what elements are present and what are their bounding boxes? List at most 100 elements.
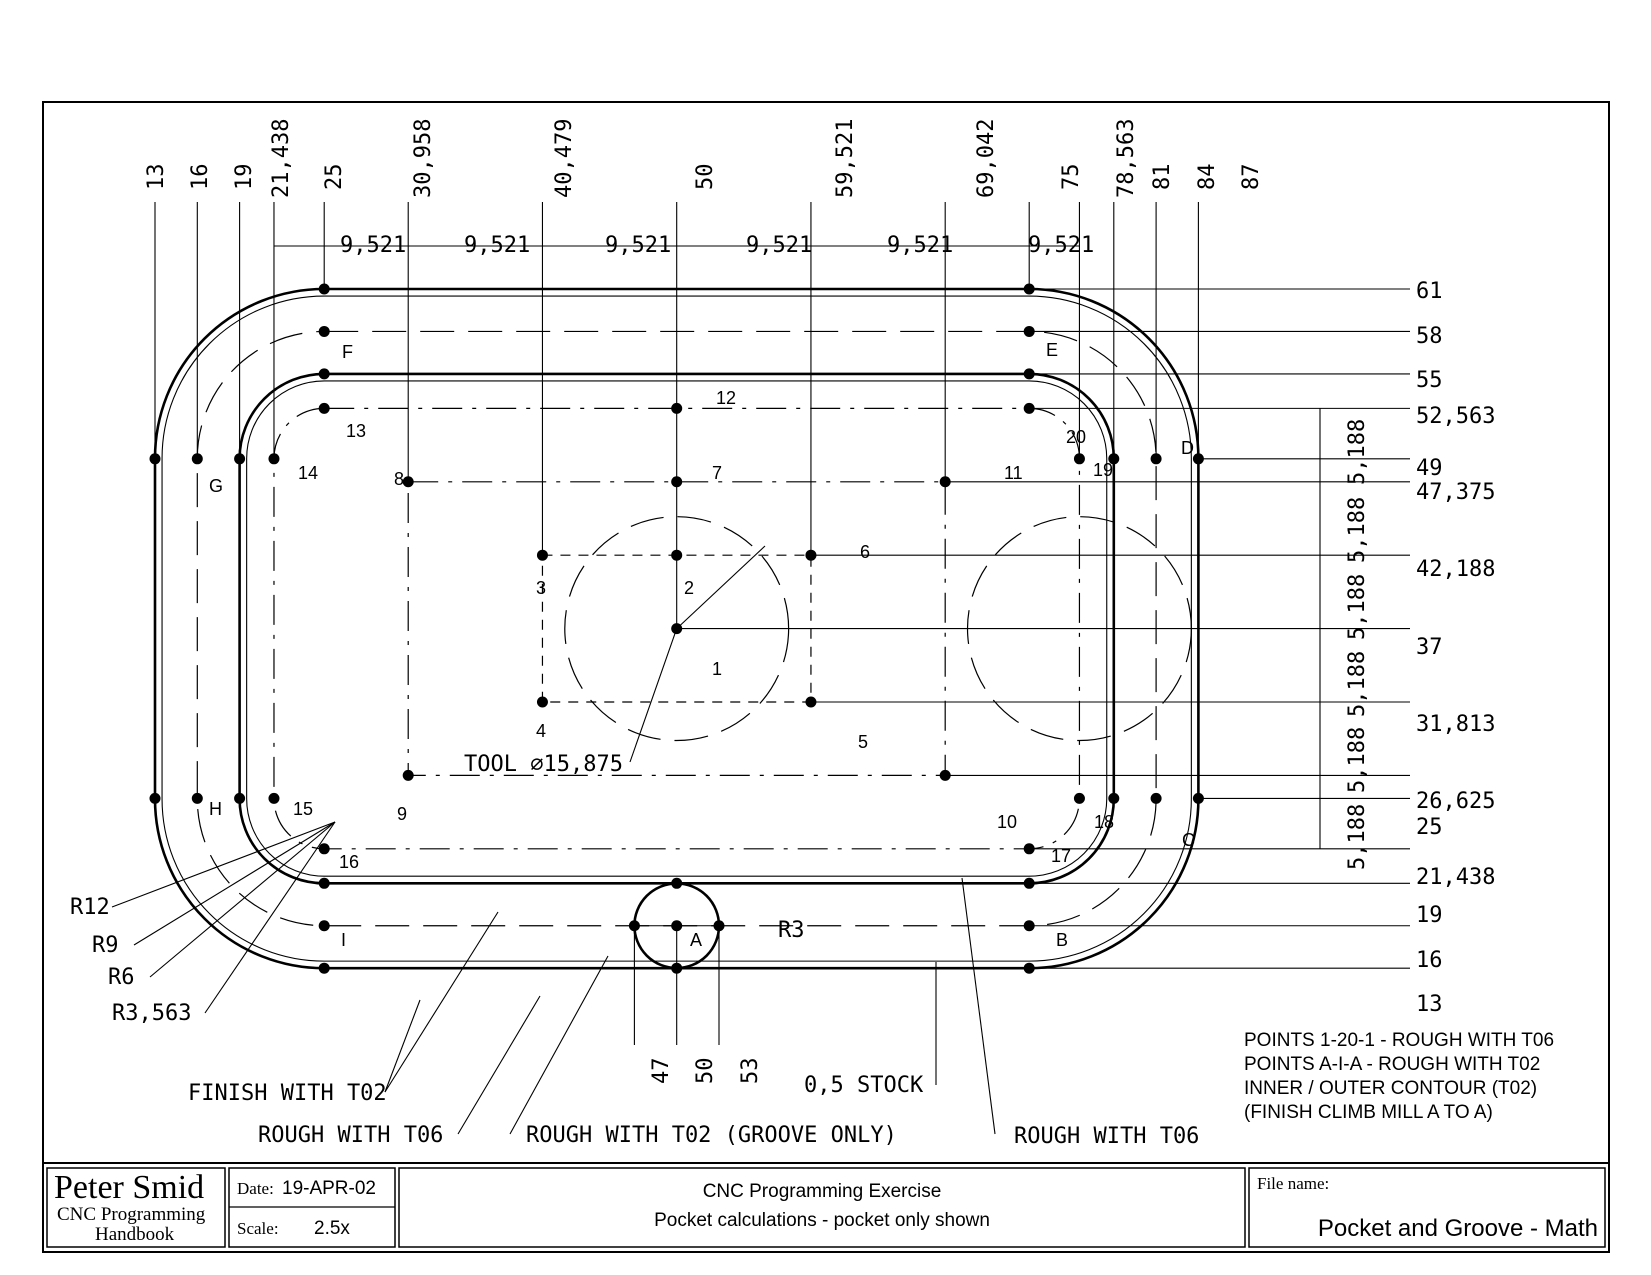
drawing-point — [671, 549, 683, 561]
drawing-point — [234, 792, 246, 804]
point-label-1: 1 — [712, 659, 722, 679]
point-label-c: C — [1182, 830, 1195, 850]
point-label-7: 7 — [712, 463, 722, 483]
spacing-label: 9,521 — [1028, 233, 1094, 258]
radius-label-r6: R6 — [108, 965, 135, 990]
point-label-14: 14 — [298, 463, 318, 483]
x-dim-label: 19 — [232, 164, 257, 191]
drawing-point — [1023, 920, 1035, 932]
drawing-title-line1: CNC Programming Exercise — [703, 1181, 942, 1202]
point-label-5: 5 — [858, 732, 868, 752]
radius-labels: R12 R9 R6 R3,563 R3 — [70, 895, 805, 1026]
spacing-label: 9,521 — [746, 233, 812, 258]
radius-label-r9: R9 — [92, 933, 119, 958]
point-label-17: 17 — [1051, 846, 1071, 866]
drawing-point — [1023, 843, 1035, 855]
x-dim-label: 78,563 — [1114, 119, 1139, 198]
scale-label: Scale: — [237, 1219, 279, 1238]
drawing-point — [1108, 792, 1120, 804]
drawing-point — [402, 476, 414, 488]
groove-x-label: 47 — [649, 1058, 674, 1085]
radius-leader — [149, 821, 336, 978]
radius-label-r3563: R3,563 — [112, 1001, 191, 1026]
point-label-11: 11 — [1004, 463, 1023, 483]
radius-label-r3: R3 — [778, 918, 805, 943]
x-dimension-labels: 13 16 19 21,438 25 30,958 40,479 50 59,5… — [144, 119, 1264, 198]
drawing-point — [671, 962, 683, 974]
book-title-line2: Handbook — [95, 1224, 175, 1245]
point-label-20: 20 — [1066, 427, 1086, 447]
point-label-9: 9 — [397, 804, 407, 824]
drawing-point — [318, 368, 330, 380]
stock-offset-outer — [161, 295, 1192, 962]
note-line: POINTS A-I-A - ROUGH WITH T02 — [1244, 1054, 1540, 1075]
note-line: INNER / OUTER CONTOUR (T02) — [1244, 1078, 1537, 1099]
point-label-16: 16 — [339, 852, 359, 872]
y-dim-label: 25 — [1416, 815, 1443, 840]
annotations: TOOL ⌀15,875 0,5 STOCK FINISH WITH T02 R… — [188, 752, 1199, 1149]
x-dim-label: 81 — [1150, 164, 1175, 191]
drawing-point — [318, 920, 330, 932]
drawing-point — [1073, 792, 1085, 804]
y-dim-label: 58 — [1416, 324, 1443, 349]
point-label-2: 2 — [684, 578, 694, 598]
spacing-label: 5,188 — [1345, 497, 1370, 563]
point-label-e: E — [1046, 340, 1058, 360]
drawing-point — [713, 920, 725, 932]
rough-t06-annotation: ROUGH WITH T06 — [258, 1123, 443, 1148]
y-dim-label: 47,375 — [1416, 480, 1495, 505]
dimension-lines — [111, 202, 1410, 1135]
point-label-19: 19 — [1093, 460, 1113, 480]
point-label-h: H — [209, 799, 222, 819]
spacing-label: 9,521 — [605, 233, 671, 258]
point-label-13: 13 — [346, 421, 366, 441]
stock-offset-inner — [246, 380, 1108, 877]
drawing-point — [149, 792, 161, 804]
x-dim-label: 25 — [322, 164, 347, 191]
notes: POINTS 1-20-1 - ROUGH WITH T06 POINTS A-… — [1244, 1030, 1554, 1123]
spacing-label: 9,521 — [887, 233, 953, 258]
drawing-point — [318, 402, 330, 414]
point-label-a: A — [690, 930, 702, 950]
drawing-point — [939, 476, 951, 488]
x-dim-label: 75 — [1059, 164, 1084, 191]
drawing-point — [1150, 792, 1162, 804]
point-label-4: 4 — [536, 721, 546, 741]
drawing-points — [149, 283, 1204, 974]
rough-t06-leader — [457, 995, 541, 1135]
spacing-label: 5,188 — [1345, 727, 1370, 793]
y-dim-label: 61 — [1416, 279, 1443, 304]
radius-leader — [204, 821, 336, 1014]
y-dim-label: 37 — [1416, 635, 1443, 660]
x-dim-label: 13 — [144, 164, 169, 191]
y-dimension-labels: 61 58 55 52,563 49 47,375 42,188 37 31,8… — [1416, 279, 1495, 1017]
drawing-point — [1023, 962, 1035, 974]
title-block: Peter Smid CNC Programming Handbook Date… — [43, 1162, 1609, 1248]
letter-point-labels: A B C D E F G H I — [209, 340, 1195, 950]
drawing-point — [318, 877, 330, 889]
drawing-point — [1023, 368, 1035, 380]
tool-annotation: TOOL ⌀15,875 — [464, 752, 623, 777]
sheet-border — [42, 101, 1610, 1253]
rough-t06-right-leader — [961, 877, 996, 1135]
x-dim-label: 69,042 — [974, 119, 999, 198]
x-dim-label: 50 — [693, 164, 718, 191]
spacing-label: 9,521 — [340, 233, 406, 258]
spacing-label: 5,188 — [1345, 651, 1370, 717]
x-dim-label: 16 — [188, 164, 213, 191]
x-dim-label: 30,958 — [411, 119, 436, 198]
y-dim-label: 19 — [1416, 903, 1443, 928]
note-line: POINTS 1-20-1 - ROUGH WITH T06 — [1244, 1030, 1554, 1051]
drawing-title-line2: Pocket calculations - pocket only shown — [654, 1210, 990, 1231]
point-label-b: B — [1056, 930, 1068, 950]
drawing-point — [671, 476, 683, 488]
drawing-point — [1023, 283, 1035, 295]
x-dim-label: 87 — [1239, 164, 1264, 191]
drawing-point — [1108, 453, 1120, 465]
x-dim-label: 84 — [1195, 164, 1220, 191]
drawing-point — [805, 549, 817, 561]
point-label-15: 15 — [293, 799, 313, 819]
y-dim-label: 26,625 — [1416, 789, 1495, 814]
radius-label-r12: R12 — [70, 895, 110, 920]
